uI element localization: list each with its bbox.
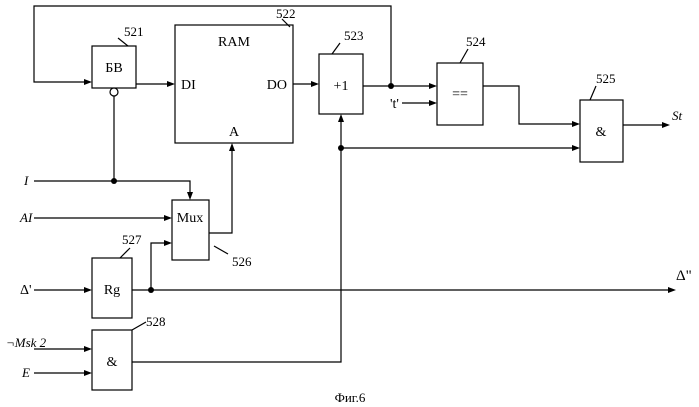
signal-i: I: [23, 173, 29, 188]
cmp-number: 524: [466, 34, 486, 49]
signal-t: 't': [390, 97, 399, 112]
inc-label: +1: [334, 79, 349, 94]
block-526-mux: [172, 200, 209, 260]
ram-a-label: A: [229, 125, 240, 140]
rg-number: 527: [122, 232, 142, 247]
inc-number: 523: [344, 28, 364, 43]
junction-dot-4: [148, 287, 154, 293]
rg-label: Rg: [104, 283, 120, 298]
signal-st: St: [672, 108, 683, 123]
ram-do-label: DO: [267, 78, 287, 93]
signal-delta-out: Δ": [676, 268, 692, 284]
signal-e: E: [21, 365, 30, 380]
and525-number: 525: [596, 71, 616, 86]
inverter-bubble: [110, 88, 118, 96]
ram-di-label: DI: [181, 78, 196, 93]
ram-label: RAM: [218, 35, 250, 50]
cmp-label: ==: [452, 87, 468, 102]
mux-number: 526: [232, 254, 252, 269]
cmp-to-and-wire: [483, 86, 574, 124]
figure-caption: Фиг.6: [335, 390, 366, 405]
bv-label: БВ: [105, 61, 122, 76]
bv-number: 521: [124, 24, 144, 39]
junction-dot-2: [338, 145, 344, 151]
mux-label: Mux: [177, 211, 203, 226]
mux-to-ram-wire: [209, 149, 232, 233]
and528-number: 528: [146, 314, 166, 329]
signal-msk: ¬Msk 2: [6, 335, 47, 350]
and528-label: &: [107, 355, 118, 370]
and525-label: &: [596, 125, 607, 140]
rg-to-mux-wire: [151, 243, 166, 290]
ram-number: 522: [276, 6, 296, 21]
junction-dot: [388, 83, 394, 89]
signal-delta-in: Δ': [20, 283, 32, 298]
signal-ai: AI: [19, 210, 33, 225]
